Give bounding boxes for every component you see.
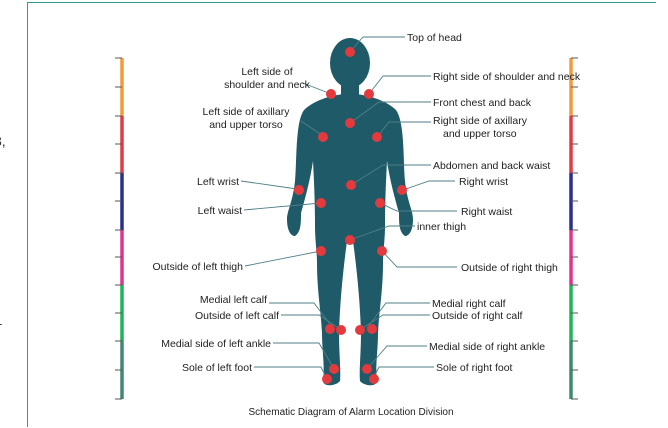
label-left-axillary-1: Left side of axillary (203, 106, 291, 118)
label-top-of-head: Top of head (407, 32, 462, 44)
marker-right-shoulder-neck (364, 89, 374, 99)
marker-left-wrist (294, 185, 304, 195)
label-right-wrist: Right wrist (459, 176, 508, 188)
label-sole-right-foot: Sole of right foot (436, 362, 513, 374)
marker-right-wrist (397, 185, 407, 195)
marker-top-of-head (345, 47, 355, 57)
diagram-panel: Top of head Left side of shoulder and ne… (27, 2, 656, 427)
label-left-wrist: Left wrist (197, 176, 239, 188)
marker-sole-right-foot (369, 374, 379, 384)
label-medial-left-calf: Medial left calf (200, 294, 267, 306)
marker-medial-left-calf (325, 324, 335, 334)
left-zone-bar (115, 58, 122, 399)
marker-right-waist (375, 198, 385, 208)
label-left-waist: Left waist (198, 205, 242, 217)
label-outside-left-thigh: Outside of left thigh (153, 261, 244, 273)
marker-front-chest (345, 118, 355, 128)
head (330, 38, 370, 88)
label-medial-right-calf: Medial right calf (432, 298, 506, 310)
diagram-caption: Schematic Diagram of Alarm Location Divi… (248, 407, 453, 418)
label-right-waist: Right waist (461, 206, 512, 218)
label-sole-left-foot: Sole of left foot (182, 362, 252, 374)
label-right-axillary-2: and upper torso (443, 128, 517, 140)
marker-outside-right-calf (355, 325, 365, 335)
alarm-location-diagram: Top of head Left side of shoulder and ne… (28, 3, 656, 427)
label-right-axillary-1: Right side of axillary (433, 115, 528, 127)
marker-medial-left-ankle (329, 364, 339, 374)
label-abdomen-back-waist: Abdomen and back waist (433, 160, 550, 172)
label-outside-left-calf: Outside of left calf (195, 310, 279, 322)
label-left-axillary-2: and upper torso (209, 119, 283, 131)
label-left-shoulder-neck-1: Left side of (241, 66, 292, 78)
label-front-chest-back: Front chest and back (433, 97, 532, 109)
marker-outside-right-thigh (377, 246, 387, 256)
right-zone-bar (571, 58, 578, 399)
marker-right-axillary (372, 132, 382, 142)
label-left-shoulder-neck-2: shoulder and neck (224, 79, 311, 91)
marker-sole-left-foot (322, 374, 332, 384)
label-inner-thigh: inner thigh (417, 221, 466, 233)
marker-abdomen (346, 180, 356, 190)
marker-left-waist (316, 198, 326, 208)
edge-fragment-top: 3, (0, 133, 6, 149)
edge-fragment-bottom: – (0, 315, 2, 331)
marker-left-shoulder-neck (326, 89, 336, 99)
marker-outside-left-thigh (316, 246, 326, 256)
marker-medial-right-ankle (362, 364, 372, 374)
label-outside-right-calf: Outside of right calf (432, 310, 523, 322)
label-right-shoulder-neck: Right side of shoulder and neck (433, 71, 581, 83)
label-outside-right-thigh: Outside of right thigh (461, 262, 558, 274)
marker-outside-left-calf (336, 325, 346, 335)
marker-medial-right-calf (367, 324, 377, 334)
label-medial-right-ankle: Medial side of right ankle (429, 341, 545, 353)
label-medial-left-ankle: Medial side of left ankle (161, 338, 271, 350)
marker-inner-thigh (345, 235, 355, 245)
marker-left-axillary (318, 132, 328, 142)
